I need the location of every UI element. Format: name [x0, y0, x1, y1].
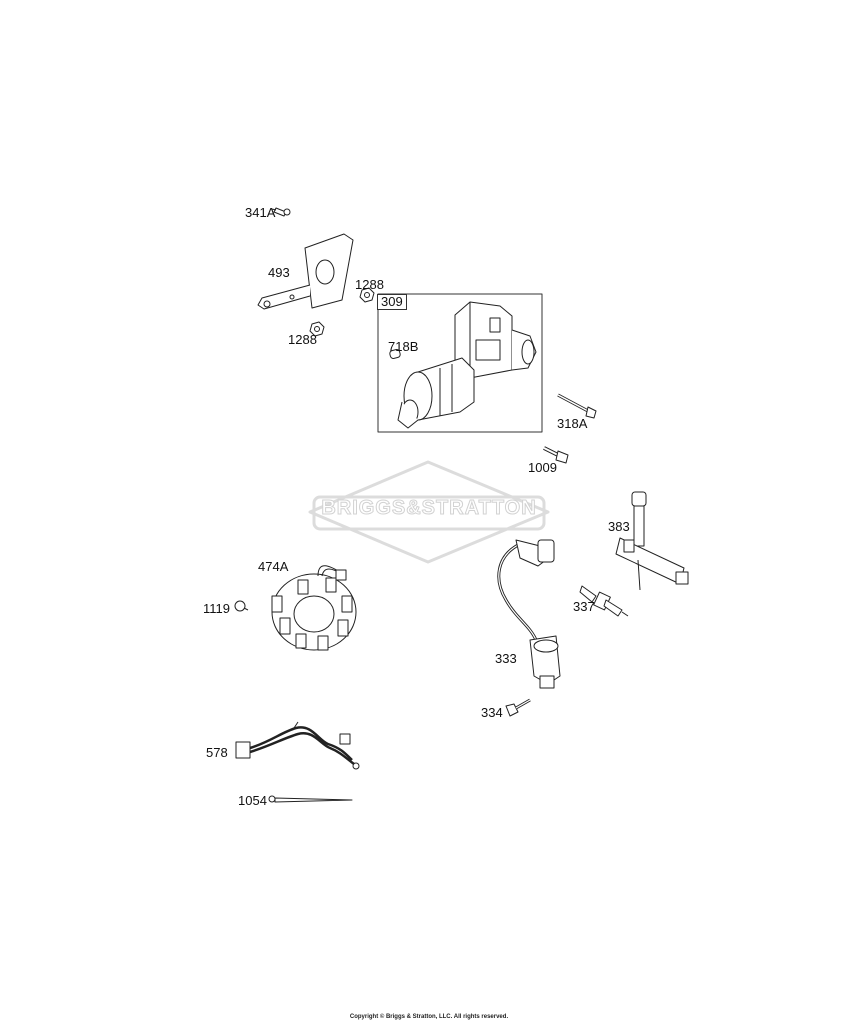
callout-578: 578 [206, 745, 228, 760]
callout-337: 337 [573, 599, 595, 614]
alternator-stator-474a [271, 565, 357, 651]
bracket-493 [257, 233, 354, 310]
callout-333: 333 [495, 651, 517, 666]
briggs-stratton-logo-watermark [308, 460, 550, 564]
nut-1288-lower [309, 321, 325, 337]
callout-1009: 1009 [528, 460, 557, 475]
wire-harness-578 [235, 721, 360, 770]
ignition-armature-333 [497, 539, 561, 689]
spark-tester-383 [615, 491, 689, 591]
callout-1288-upper: 1288 [355, 277, 384, 292]
dowel-pin-718b [389, 349, 401, 359]
callout-474a: 474A [258, 559, 289, 574]
callout-1288-lower: 1288 [288, 332, 317, 347]
callout-341a: 341A [245, 205, 276, 220]
bolt-1009 [543, 446, 569, 464]
callout-1119: 1119 [203, 601, 230, 616]
watermark-text: BRIGGS&STRATTON [321, 497, 537, 520]
screw-1119 [234, 600, 249, 612]
callout-718b: 718B [388, 339, 419, 354]
copyright-notice: Copyright © Briggs & Stratton, LLC. All … [349, 1014, 509, 1020]
spark-plug-337 [579, 585, 629, 617]
starter-motor-309 [397, 301, 537, 429]
callout-383: 383 [608, 519, 630, 534]
callout-334: 334 [481, 705, 503, 720]
callout-309: 309 [377, 294, 407, 310]
nut-1288-upper [359, 287, 375, 303]
starter-callout-box [377, 293, 543, 433]
callout-318a: 318A [557, 416, 588, 431]
callout-493: 493 [268, 265, 290, 280]
cable-tie-1054 [268, 795, 353, 803]
bolt-318a [557, 393, 597, 419]
bolt-334 [505, 698, 531, 717]
callout-1054: 1054 [238, 793, 267, 808]
screw-341a [271, 207, 291, 217]
